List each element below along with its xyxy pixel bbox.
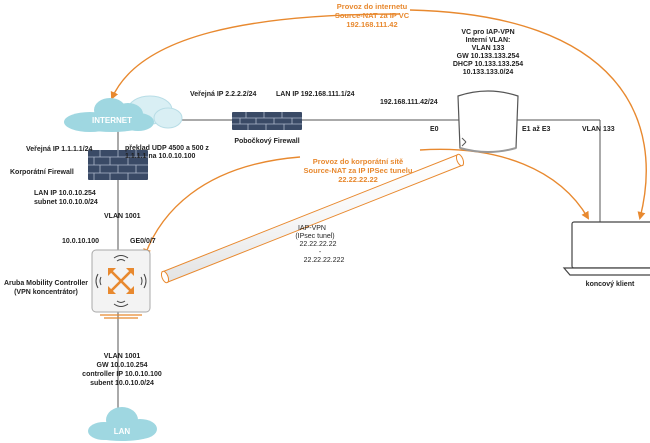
corporate-firewall-icon (88, 150, 148, 180)
branch-lan-ip: LAN IP 192.168.111.1/24 (276, 91, 355, 98)
controller-detail-3: controller IP 10.0.10.100 (82, 371, 162, 378)
corporate-traffic-line-2: Source-NAT za IP IPSec tunelu (304, 166, 413, 175)
arrow-to-controller (143, 156, 301, 257)
tunnel-label: IAP-VPN (IPsec tunel) 22.22.22.22 - 22.2… (295, 225, 344, 264)
access-point-icon (457, 90, 519, 153)
internet-traffic-line-1: Provoz do internetu (337, 2, 408, 11)
internet-label: INTERNET (92, 116, 132, 125)
tunnel-label-line-5: 22.22.22.222 (304, 257, 345, 264)
lan-label: LAN (114, 427, 131, 436)
internet-traffic-line-3: 192.168.111.42 (346, 20, 397, 29)
vc-info-line-2: Interní VLAN: (466, 37, 511, 44)
iap-ip: 192.168.111.42/24 (380, 99, 438, 106)
arrow-to-internet (110, 13, 401, 100)
branch-firewall-icon (232, 112, 302, 130)
internet-traffic-line-2: Source-NAT za IP VC (335, 11, 410, 20)
iap-port-e1-e3: E1 až E3 (522, 126, 551, 133)
controller-port: GE0/0/7 (130, 238, 156, 245)
controller-name-line-1: Aruba Mobility Controller (4, 280, 88, 287)
controller-detail-2: GW 10.0.10.254 (97, 362, 148, 369)
vc-info-line-3: VLAN 133 (472, 45, 505, 52)
tunnel-label-line-3: 22.22.22.22 (300, 241, 337, 248)
controller-arrows (110, 270, 132, 292)
vc-info-line-1: VC pro IAP-VPN (461, 29, 514, 36)
arrow-from-client-internet (409, 9, 647, 220)
arrow-from-client-corporate (419, 148, 590, 220)
corp-vlan: VLAN 1001 (104, 213, 141, 220)
lan-cloud: LAN (88, 407, 157, 441)
controller-ip: 10.0.10.100 (62, 238, 99, 245)
connection-lines (117, 119, 601, 412)
tunnel-label-line-2: (IPsec tunel) (295, 233, 334, 240)
internet-cloud-shape (64, 98, 154, 132)
traffic-arrows (110, 9, 647, 257)
corp-lan-ip: LAN IP 10.0.10.254 (34, 190, 96, 197)
ipsec-tunnel (160, 153, 465, 284)
vc-info-line-6: 10.133.133.0/24 (463, 69, 514, 76)
tunnel-label-line-1: IAP-VPN (298, 225, 326, 232)
controller-detail-4: subent 10.0.10.0/24 (90, 380, 154, 387)
corporate-traffic-label: Provoz do korporátní sítě Source-NAT za … (304, 157, 413, 184)
corp-public-ip: Veřejná IP 1.1.1.1/24 (26, 146, 93, 153)
tunnel-end (455, 153, 465, 167)
internet-traffic-label: Provoz do internetu Source-NAT za IP VC … (335, 2, 410, 29)
controller-base (100, 314, 142, 319)
mobility-controller-icon (91, 249, 151, 319)
tunnel-start (160, 270, 170, 284)
laptop-icon (562, 221, 650, 276)
internet-cloud: INTERNET (64, 95, 183, 132)
vc-info-line-5: DHCP 10.133.133.254 (453, 61, 523, 68)
controller-details: VLAN 1001 GW 10.0.10.254 controller IP 1… (82, 353, 162, 387)
corporate-traffic-line-1: Provoz do korporátní sítě (313, 157, 403, 166)
vc-info: VC pro IAP-VPN Interní VLAN: VLAN 133 GW… (453, 29, 523, 76)
vc-info-line-4: GW 10.133.133.254 (457, 53, 520, 60)
lan-cloud-shape (88, 407, 157, 441)
controller-name-line-2: (VPN koncentrátor) (14, 289, 78, 296)
tunnel-label-line-4: - (319, 249, 322, 256)
corp-nat-line-1: překlad UDP 4500 a 500 z (125, 145, 209, 152)
branch-public-ip: Veřejná IP 2.2.2.2/24 (190, 91, 257, 98)
client-label: koncový klient (586, 281, 635, 288)
corporate-traffic-line-3: 22.22.22.22 (338, 175, 378, 184)
ap-antenna-marks (461, 137, 467, 147)
iap-port-e0: E0 (430, 126, 439, 133)
controller-detail-1: VLAN 1001 (104, 353, 141, 360)
corp-firewall-name: Korporátní Firewall (10, 169, 74, 176)
corp-subnet: subnet 10.0.10.0/24 (34, 199, 98, 206)
controller-signal-arcs (95, 255, 147, 307)
iap-vlan: VLAN 133 (582, 126, 615, 133)
corp-nat-line-2: 1.1.1.1 na 10.0.10.100 (125, 153, 196, 160)
branch-firewall-name: Pobočkový Firewall (234, 138, 299, 145)
